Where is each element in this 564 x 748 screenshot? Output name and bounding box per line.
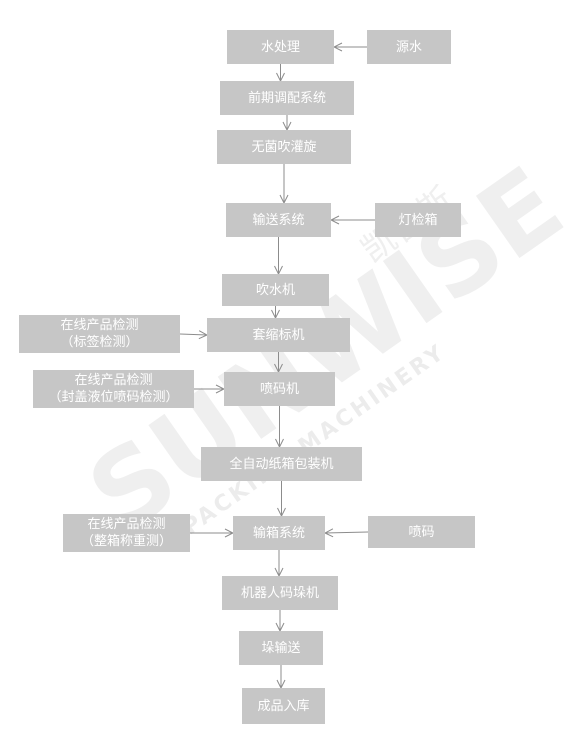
arrow-case_coding-to-case_conveying_system (325, 532, 369, 533)
node-label-line: 灯检箱 (398, 212, 438, 228)
node-auto-carton-packer: 全自动纸箱包装机 (201, 447, 362, 481)
node-label-line: 输送系统 (252, 212, 305, 228)
node-sleeve-labeler: 套缩标机 (207, 318, 350, 352)
node-label-line: 前期调配系统 (247, 90, 326, 106)
node-finished-goods-warehouse: 成品入库 (242, 688, 325, 724)
node-aseptic-blow-fill-cap: 无菌吹灌旋 (217, 130, 351, 164)
node-label-line: 套缩标机 (252, 327, 305, 343)
node-label-line: 水处理 (260, 39, 300, 55)
node-label-line: 在线产品检测 (87, 517, 166, 532)
node-label-line: 垛输送 (261, 640, 301, 656)
node-label-line: 喷码机 (259, 381, 299, 397)
node-pallet-conveyor: 垛输送 (239, 631, 323, 665)
node-label-line: 吹水机 (255, 282, 295, 298)
node-label-line: 在线产品检测 (74, 373, 153, 388)
node-pre-blending: 前期调配系统 (220, 81, 354, 115)
node-label-line: 成品入库 (257, 698, 310, 714)
node-label-line: 在线产品检测 (60, 318, 139, 333)
node-source-water: 源水 (367, 30, 451, 64)
node-label-line: 全自动纸箱包装机 (229, 456, 334, 472)
node-cap-level-code-inspection: 在线产品检测 （封盖液位喷码检测） (33, 370, 194, 408)
node-label-line: （整箱称重测） (80, 534, 172, 549)
arrow-label_inspection-to-sleeve_labeler (179, 334, 207, 335)
node-robot-palletizer: 机器人码垛机 (222, 576, 338, 610)
node-case-coding: 喷码 (368, 516, 475, 548)
node-label-line: 源水 (395, 39, 422, 55)
node-inkjet-coder: 喷码机 (224, 372, 335, 406)
node-case-weight-inspection: 在线产品检测 （整箱称重测） (63, 514, 190, 552)
node-label-line: 机器人码垛机 (240, 585, 319, 601)
node-case-conveying-system: 输箱系统 (233, 516, 325, 550)
node-label-line: （封盖液位喷码检测） (48, 390, 179, 405)
node-label-line: （标签检测） (60, 335, 139, 350)
node-label-line: 无菌吹灌旋 (251, 139, 317, 155)
node-label-inspection: 在线产品检测 （标签检测） (19, 315, 180, 353)
node-light-inspection-box: 灯检箱 (375, 203, 461, 237)
node-label-line: 喷码 (408, 524, 435, 540)
node-water-blower: 吹水机 (222, 274, 329, 306)
node-conveying-system: 输送系统 (226, 203, 331, 237)
node-label-line: 输箱系统 (252, 525, 305, 541)
node-water-treatment: 水处理 (227, 30, 334, 64)
